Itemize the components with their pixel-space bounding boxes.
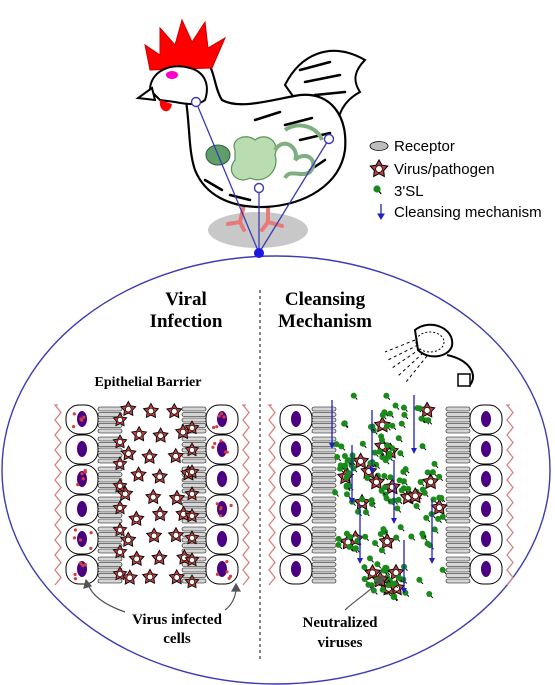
left-cell-column-a — [53, 404, 123, 586]
left-cell-column-b — [181, 404, 250, 586]
legend-virus-label: Virus/pathogen — [394, 161, 495, 178]
legend-sialyllactose-label: 3'SL — [394, 183, 424, 200]
feather-strokes — [203, 60, 347, 202]
ground-shadow — [208, 212, 308, 248]
epithelial-cell — [445, 404, 503, 435]
shower-icon — [384, 323, 475, 388]
legend: Receptor Virus/pathogen 3'SL Cleansing m… — [369, 138, 542, 221]
neutralized-viruses-label-line1: Neutralized — [303, 615, 379, 631]
neutralized-viruses-label-line2: viruses — [318, 635, 363, 651]
tract-pointer-lines — [195, 101, 330, 254]
chicken-beak — [135, 86, 157, 102]
epithelial-cell — [445, 524, 503, 555]
epithelial-barrier-label: Epithelial Barrier — [95, 375, 202, 390]
neutralized-virus-cluster — [329, 392, 448, 602]
legend-cleansing-label: Cleansing mechanism — [394, 204, 542, 221]
right-panel-title-line2: Mechanism — [278, 311, 372, 332]
epithelial-cell — [445, 494, 503, 525]
infected-cells-callout — [83, 578, 242, 613]
right-panel-title-line1: Cleansing — [285, 289, 366, 310]
epithelial-cell — [279, 494, 337, 525]
left-epithelium — [53, 404, 250, 586]
epithelial-cell — [181, 434, 239, 465]
epithelial-cell — [279, 554, 337, 585]
epithelial-cell — [279, 434, 337, 465]
left-panel-title-line1: Viral — [165, 289, 207, 310]
chicken-comb — [144, 18, 227, 71]
epithelial-cell — [445, 434, 503, 465]
tract-pointer-nodes — [190, 96, 335, 194]
epithelial-cell — [445, 464, 503, 495]
epithelial-cell — [279, 524, 337, 555]
epithelial-cell — [65, 554, 123, 585]
chicken-wattle — [159, 100, 172, 112]
infected-cells-label-line1: Virus infected — [132, 612, 223, 628]
right-epithelium — [267, 404, 514, 586]
left-panel-title-line2: Infection — [150, 311, 223, 332]
epithelial-cell — [279, 464, 337, 495]
zoom-oval — [1, 255, 551, 685]
infected-cells-label-line2: cells — [163, 631, 191, 647]
cleansing-arrow-legend-icon — [377, 204, 385, 220]
epithelial-cell — [65, 494, 123, 525]
receptor-legend-icon — [369, 141, 389, 151]
chicken-eye — [166, 71, 178, 79]
virus-legend-icon — [369, 159, 389, 177]
right-cell-column-a — [267, 404, 337, 586]
epithelial-cell — [65, 464, 123, 495]
chicken-illustration — [135, 18, 367, 254]
legend-receptor-label: Receptor — [394, 138, 455, 155]
right-cell-column-b — [445, 404, 514, 586]
cleansing-arrows — [329, 395, 435, 594]
epithelial-cell — [445, 554, 503, 585]
free-viruses — [112, 401, 200, 589]
neutralized-viruses-callout — [344, 574, 384, 611]
chicken-head — [148, 65, 208, 105]
oval-top-node — [254, 248, 264, 258]
sialyllactose-legend-icon — [372, 184, 382, 195]
epithelial-cell — [65, 404, 123, 435]
epithelial-cell — [279, 404, 337, 435]
